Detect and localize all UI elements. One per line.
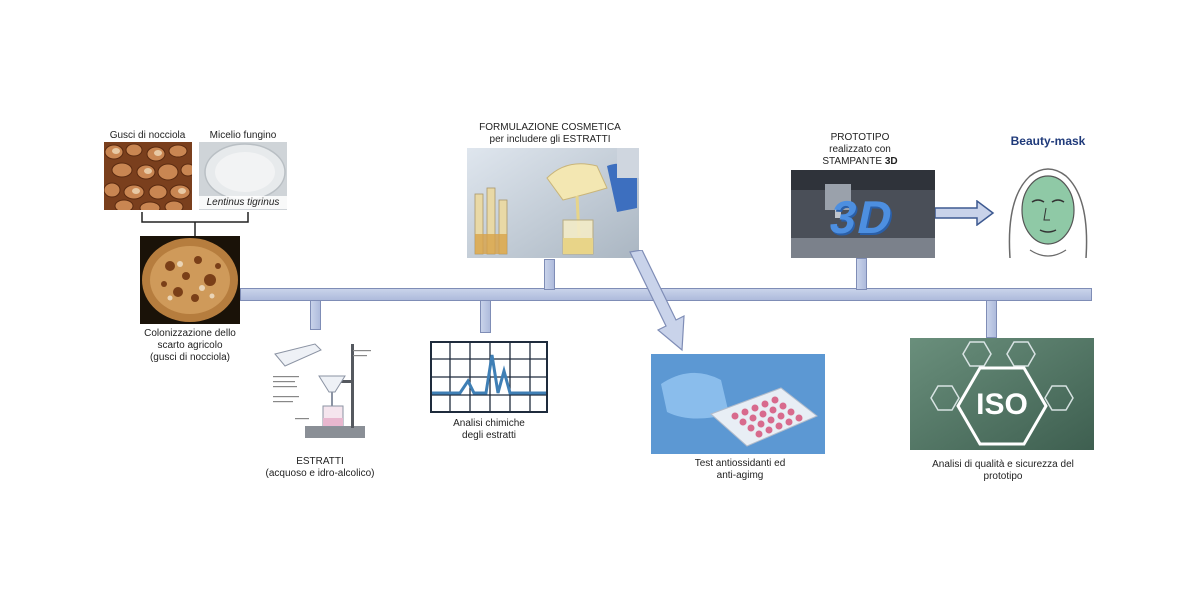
formulazione-label: FORMULAZIONE COSMETICA per includere gli… <box>479 122 621 145</box>
micelio-label: Micelio fungino <box>209 130 277 141</box>
colonization-image <box>140 236 240 324</box>
analisi-chimiche-label: Analisi chimiche degli estratti <box>453 418 525 441</box>
beauty-mask-face-image <box>1000 158 1096 266</box>
arrow-prototipo-to-mask <box>935 200 995 226</box>
mycelium-species-label: Lentinus tigrinus <box>199 196 287 209</box>
connector-analisi-qualita <box>986 300 997 338</box>
estratti-label: ESTRATTI (acquoso e idro-alcolico) <box>265 456 375 479</box>
beauty-mask-title: Beauty-mask <box>1010 134 1086 148</box>
hazelnut-shells-image <box>104 142 192 210</box>
cosmetic-formulation-image <box>467 148 639 258</box>
3d-print-text: 3D <box>825 191 900 243</box>
prototipo-label: PROTOTIPO realizzato con STAMPANTE 3D <box>822 132 898 167</box>
test-label: Test antiossidanti ed anti-agimg <box>694 458 786 481</box>
chromatogram-chart-icon <box>430 341 548 413</box>
iso-quality-image: ISO <box>910 338 1094 450</box>
connector-formulazione <box>544 259 555 290</box>
brace-connector <box>141 212 249 236</box>
arrow-formulazione-to-test <box>629 250 685 352</box>
connector-prototipo <box>856 258 867 290</box>
connector-analisi-chimiche <box>480 300 491 333</box>
connector-estratti <box>310 300 321 330</box>
colonizzazione-label: Colonizzazione dello scarto agricolo (gu… <box>144 328 236 363</box>
mycelium-image: Lentinus tigrinus <box>199 142 287 210</box>
3d-printer-image: 3D <box>791 170 935 258</box>
extraction-apparatus-image <box>265 336 377 448</box>
analisi-qualita-label: Analisi di qualità e sicurezza del proto… <box>932 459 1074 482</box>
iso-text: ISO <box>976 388 1028 421</box>
gusci-label: Gusci di nocciola <box>109 130 186 141</box>
antioxidant-test-plate-image <box>651 354 825 454</box>
